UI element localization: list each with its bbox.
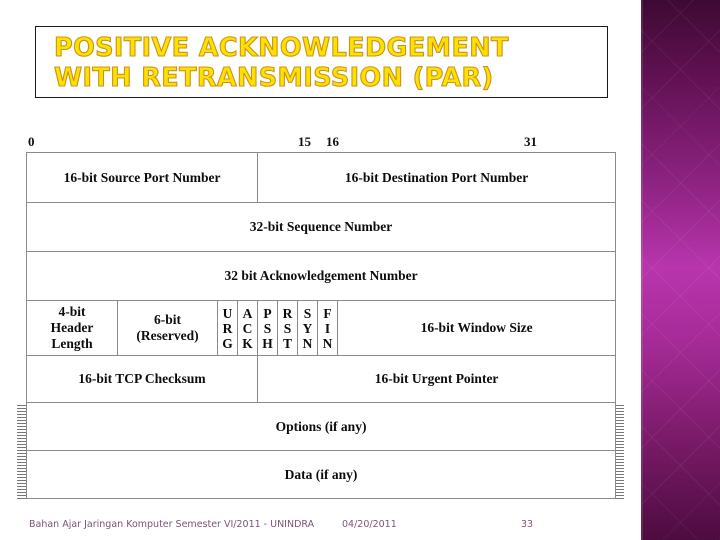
table-row: 16-bit Source Port Number 16-bit Destina… xyxy=(25,152,617,203)
band-left-highlight xyxy=(641,0,643,540)
bit-tick-15: 15 xyxy=(298,134,311,149)
cell-ack-flag: A C K xyxy=(236,300,259,356)
header-length-line-3: Length xyxy=(51,336,93,351)
cell-window-size: 16-bit Window Size xyxy=(337,300,617,356)
table-row: 32 bit Acknowledgement Number xyxy=(25,251,617,301)
fin-letter-2: I xyxy=(324,320,331,336)
cell-urgent-pointer: 16-bit Urgent Pointer xyxy=(257,355,617,403)
cell-urg-flag: U R G xyxy=(217,300,238,356)
page-title-line-1: POSITIVE ACKNOWLEDGEMENT xyxy=(53,32,509,63)
psh-letter-3: H xyxy=(262,335,273,351)
header-length-line-1: 4-bit xyxy=(58,304,86,319)
header-length-line-2: Header xyxy=(50,320,94,335)
ack-letter-3: K xyxy=(242,335,253,351)
bit-ruler: 0 15 16 31 xyxy=(26,133,615,152)
cell-acknowledgement-number: 32 bit Acknowledgement Number xyxy=(25,251,617,301)
cell-data: Data (if any) xyxy=(25,450,617,499)
fin-letter-1: F xyxy=(323,305,332,321)
rst-letter-3: T xyxy=(283,335,293,351)
cell-sequence-number: 32-bit Sequence Number xyxy=(25,202,617,252)
cell-reserved: 6-bit (Reserved) xyxy=(117,300,218,356)
urg-letter-1: U xyxy=(222,305,233,321)
torn-edge-right-icon xyxy=(615,404,624,500)
purple-gradient-band xyxy=(641,0,720,540)
tcp-header-table: 16-bit Source Port Number 16-bit Destina… xyxy=(25,152,617,499)
table-row: Options (if any) xyxy=(25,402,617,451)
syn-letter-2: Y xyxy=(302,320,313,336)
diamond-lattice-pattern xyxy=(641,0,720,540)
psh-letter-1: P xyxy=(263,305,272,321)
ack-letter-1: A xyxy=(242,305,253,321)
cell-header-length: 4-bit Header Length xyxy=(26,300,118,356)
psh-letter-2: S xyxy=(263,320,272,336)
cell-source-port: 16-bit Source Port Number xyxy=(25,152,259,203)
rst-letter-2: S xyxy=(283,320,292,336)
cell-options: Options (if any) xyxy=(25,402,617,451)
title-box: POSITIVE ACKNOWLEDGEMENT WITH RETRANSMIS… xyxy=(35,26,608,98)
table-row: 16-bit TCP Checksum 16-bit Urgent Pointe… xyxy=(25,355,617,403)
urg-letter-3: G xyxy=(222,335,233,351)
reserved-line-1: 6-bit xyxy=(154,312,181,327)
syn-letter-3: N xyxy=(302,335,313,351)
footer-course-text: Bahan Ajar Jaringan Komputer Semester VI… xyxy=(29,519,315,530)
slide-footer: Bahan Ajar Jaringan Komputer Semester VI… xyxy=(0,516,641,540)
ack-letter-2: C xyxy=(242,320,253,336)
bit-tick-31: 31 xyxy=(524,134,537,149)
footer-page-number: 33 xyxy=(521,519,534,530)
cell-tcp-checksum: 16-bit TCP Checksum xyxy=(25,355,259,403)
bit-tick-0: 0 xyxy=(28,134,35,149)
table-row: 32-bit Sequence Number xyxy=(25,202,617,252)
reserved-line-2: (Reserved) xyxy=(136,328,199,343)
fin-letter-3: N xyxy=(322,335,333,351)
footer-date: 04/20/2011 xyxy=(342,519,397,530)
cell-rst-flag: R S T xyxy=(277,300,299,356)
cell-psh-flag: P S H xyxy=(257,300,279,356)
page-title-line-2: WITH RETRANSMISSION (PAR) xyxy=(53,62,494,93)
torn-edge-left-icon xyxy=(17,404,26,500)
urg-letter-2: R xyxy=(222,320,233,336)
bit-tick-16: 16 xyxy=(326,134,339,149)
cell-destination-port: 16-bit Destination Port Number xyxy=(257,152,617,203)
cell-fin-flag: F I N xyxy=(317,300,339,356)
table-row: Data (if any) xyxy=(25,450,617,499)
syn-letter-1: S xyxy=(303,305,312,321)
rst-letter-1: R xyxy=(282,305,293,321)
tcp-header-diagram: 0 15 16 31 16-bit Source Port Number 16-… xyxy=(17,133,624,500)
table-row: 4-bit Header Length 6-bit (Reserved) U R… xyxy=(26,300,617,356)
cell-syn-flag: S Y N xyxy=(297,300,319,356)
